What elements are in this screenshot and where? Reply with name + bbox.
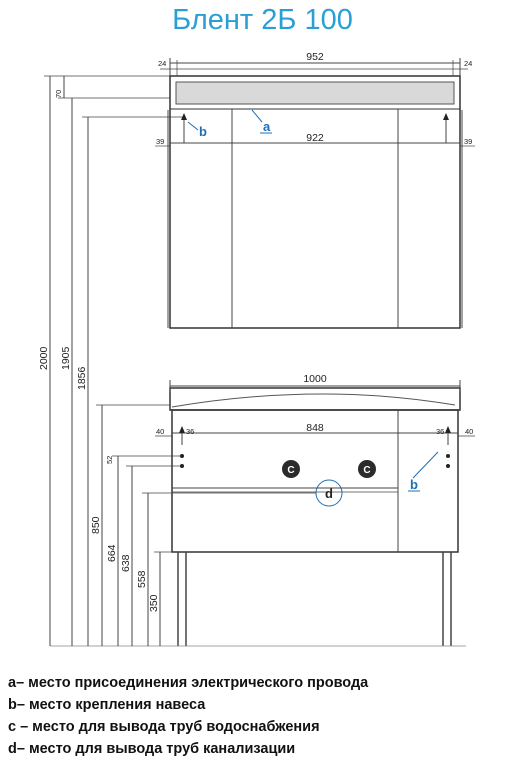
mirror-lamp-panel [175,81,455,105]
dim-mirror-side-right: 24 [464,59,472,68]
marker-a-label: a [263,119,271,134]
legend-item-c: c – место для вывода труб водоснабжения [8,719,320,735]
dim-height-1905: 1905 [60,346,72,370]
dim-height-558: 558 [136,570,148,588]
water-outlet-left [282,460,300,478]
vanity-cabinet-body [171,409,459,553]
diagram-title: Блент 2Б 100 [172,4,353,36]
dim-height-850: 850 [90,516,102,534]
dim-mirror-inner-right: 39 [464,137,472,146]
water-outlet-right [358,460,376,478]
dim-height-664: 664 [106,544,118,562]
dim-mirror-top-gap: 70 [54,90,63,98]
dim-mirror-inner-left: 39 [156,137,164,146]
dim-mirror-width: 952 [306,51,324,63]
legend-item-a: a– место присоединения электрического пр… [8,675,369,691]
dim-mount-offset-right: 36 [436,427,444,436]
legend: a– место присоединения электрического пр… [8,672,523,760]
dim-mirror-inner-width: 922 [306,132,324,144]
dim-height-350: 350 [148,594,160,612]
mirror-cabinet-body [169,75,461,329]
dim-cabinet-width: 1000 [303,373,327,385]
dim-height-1856: 1856 [76,366,88,390]
dim-height-638: 638 [120,554,132,572]
marker-b-mirror-label: b [199,124,207,139]
dim-mount-offset-left: 36 [186,427,194,436]
dim-cabinet-offset-left: 40 [156,427,164,436]
vanity-basin-curve [171,393,456,408]
dim-small: 52 [105,456,114,464]
dim-cabinet-inner-width: 848 [306,422,324,434]
dim-height-total: 2000 [38,346,50,370]
legend-item-d: d– место для вывода труб канализации [8,741,296,757]
marker-d-label: d [325,486,333,501]
legend-item-b: b– место крепления навеса [8,697,206,713]
dim-mirror-side-left: 24 [158,59,166,68]
technical-drawing: C C a b b d 952 24 24 922 39 39 1000 848… [38,51,475,647]
water-outlet-left-label: C [287,465,294,476]
marker-b-cabinet-label: b [410,477,418,492]
dim-cabinet-offset-right: 40 [465,427,473,436]
vanity-countertop [169,387,461,411]
water-outlet-right-label: C [363,465,370,476]
